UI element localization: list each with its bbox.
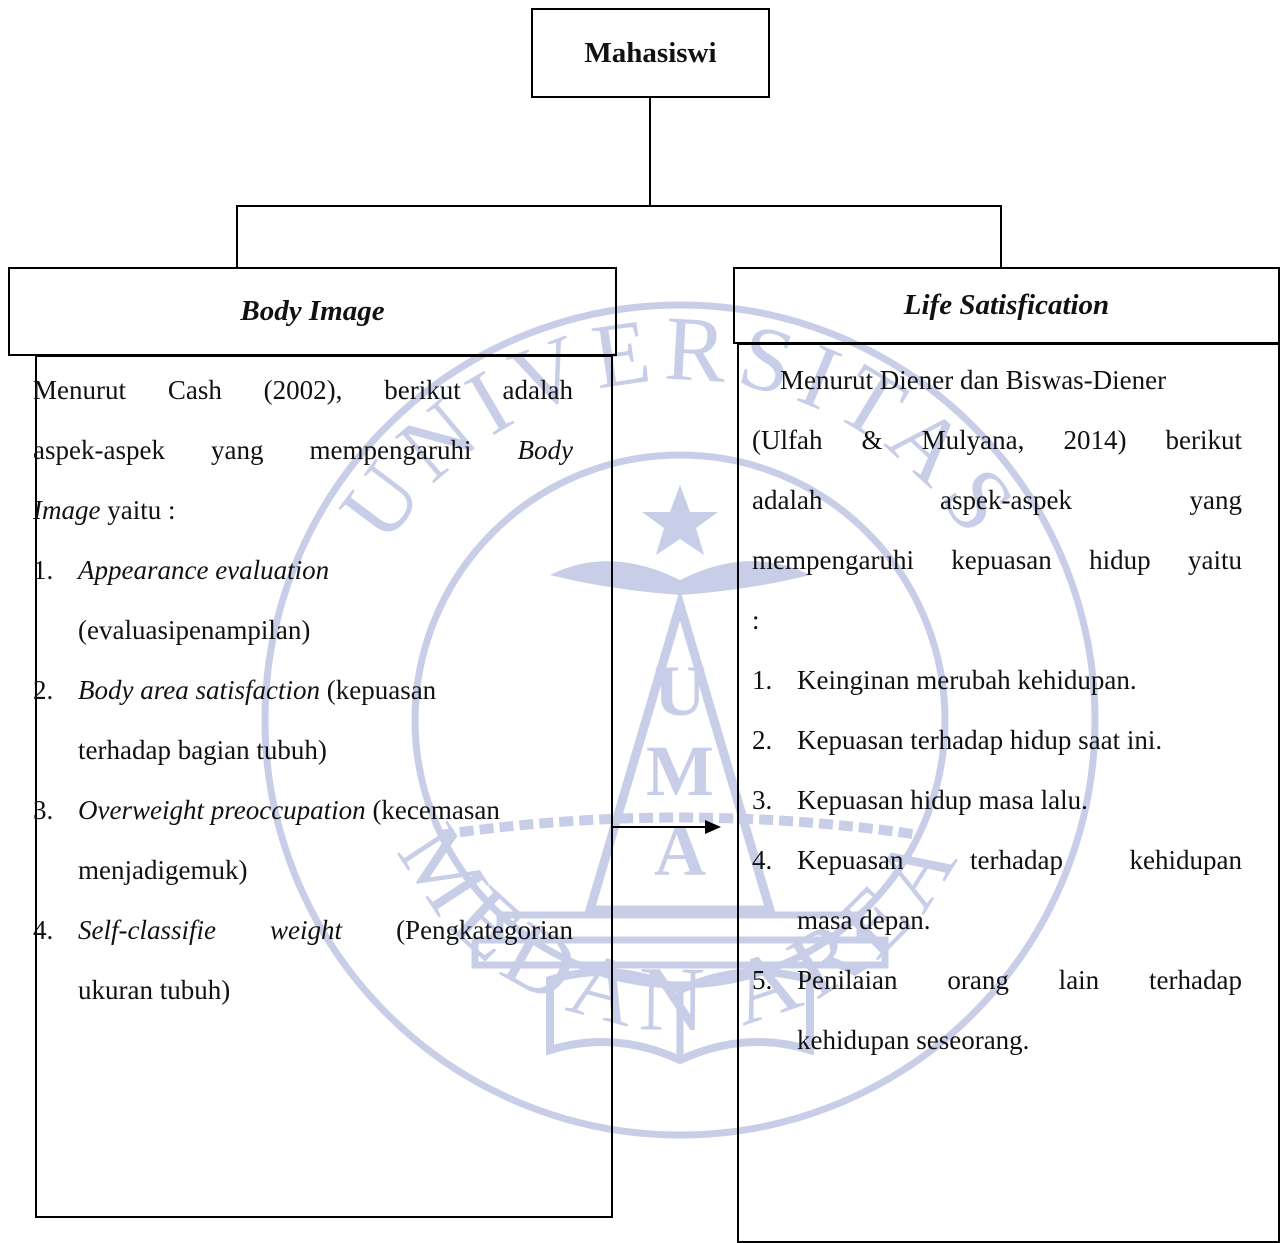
left-item-3: 3. Overweight preoccupation (kecemasan m… xyxy=(33,795,500,885)
right-intro-line1: Menurut Diener dan Biswas-Diener xyxy=(780,365,1167,395)
watermark-letter-m: M xyxy=(646,731,714,811)
node-mahasiswi-label: Mahasiswi xyxy=(584,36,717,69)
left-intro-line1: Menurut Cash (2002), berikut adalah xyxy=(33,375,573,405)
connector-horizontal xyxy=(236,205,1002,207)
node-mahasiswi: Mahasiswi xyxy=(531,8,770,98)
arrow-left-to-right xyxy=(611,820,721,834)
node-life-satisfication-label: Life Satisfication xyxy=(903,289,1110,321)
left-intro-line3: Image yaitu : xyxy=(33,495,176,525)
right-intro-line5: : xyxy=(752,605,760,635)
body-image-description-box xyxy=(35,355,613,1218)
right-intro-line3: adalah aspek-aspek yang xyxy=(752,485,1242,515)
left-item-1: 1. Appearance evaluation (evaluasipenamp… xyxy=(33,555,330,645)
node-life-satisfication: Life Satisfication xyxy=(733,267,1280,344)
right-intro-line2: (Ulfah & Mulyana, 2014) berikut xyxy=(752,425,1242,455)
connector-vertical-top xyxy=(649,97,651,206)
right-intro-line4: mempengaruhi kepuasan hidup yaitu xyxy=(752,545,1242,575)
right-item-2: 2. Kepuasan terhadap hidup saat ini. xyxy=(752,725,1163,755)
right-item-1: 1. Keinginan merubah kehidupan. xyxy=(752,665,1137,695)
watermark-letter-u: U xyxy=(654,651,706,731)
node-body-image: Body Image xyxy=(8,267,617,356)
body-image-content: Menurut Cash (2002), berikut adalah aspe… xyxy=(33,360,573,1020)
connector-right-drop xyxy=(1000,205,1002,268)
connector-left-drop xyxy=(236,205,238,268)
node-body-image-label: Body Image xyxy=(240,295,385,327)
watermark-letter-a: A xyxy=(654,811,706,891)
left-intro-line2: aspek-aspek yang mempengaruhi Body xyxy=(33,435,573,465)
right-item-3: 3. Kepuasan hidup masa lalu. xyxy=(752,785,1088,815)
right-item-4: 4. Kepuasan terhadap kehidupan masa depa… xyxy=(752,845,1242,935)
left-item-4: 4. Self-classifie weight (Pengkategorian… xyxy=(33,915,573,1005)
university-seal-watermark: UNIVERSITAS MEDAN AREA U M A xyxy=(261,297,1099,1139)
life-satisfication-content: Menurut Diener dan Biswas-Diener (Ulfah … xyxy=(752,350,1242,1070)
left-item-2: 2. Body area satisfaction (kepuasan terh… xyxy=(33,675,437,765)
right-item-5: 5. Penilaian orang lain terhadap kehidup… xyxy=(752,965,1242,1055)
